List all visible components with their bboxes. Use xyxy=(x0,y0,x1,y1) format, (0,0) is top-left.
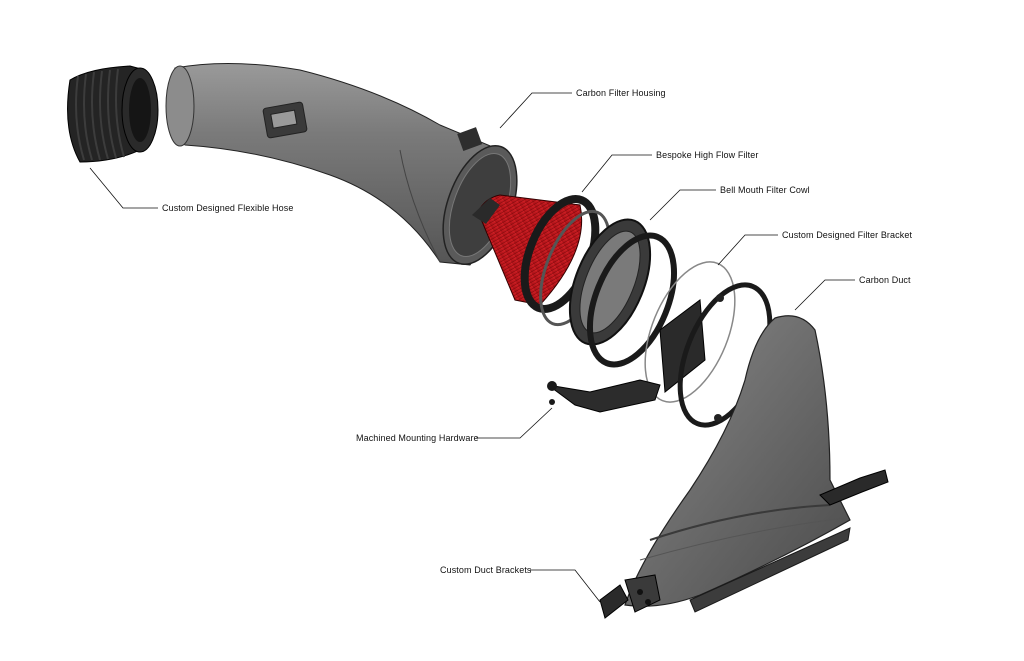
duct-brackets xyxy=(599,469,889,619)
mounting-hardware xyxy=(547,379,661,413)
leader-mounting-hardware xyxy=(476,407,553,439)
leader-high-flow-filter xyxy=(581,154,652,193)
leader-flexible-hose xyxy=(89,167,158,209)
leader-lines xyxy=(89,92,855,603)
label-custom-designed-filter-bracket: Custom Designed Filter Bracket xyxy=(782,230,913,240)
leader-bell-mouth-cowl xyxy=(649,189,716,221)
carbon-filter-housing xyxy=(165,62,518,266)
label-machined-mounting-hardware: Machined Mounting Hardware xyxy=(356,433,479,443)
leader-filter-bracket xyxy=(717,234,778,266)
flexible-hose xyxy=(67,65,159,163)
leader-carbon-filter-housing xyxy=(499,92,572,129)
carbon-duct xyxy=(624,315,851,613)
label-bell-mouth-filter-cowl: Bell Mouth Filter Cowl xyxy=(720,185,810,195)
leader-carbon-duct xyxy=(794,279,855,311)
leader-duct-brackets xyxy=(530,569,601,603)
label-custom-designed-flexible-hose: Custom Designed Flexible Hose xyxy=(162,203,294,213)
bell-mouth-cowl xyxy=(539,209,677,368)
label-carbon-duct: Carbon Duct xyxy=(859,275,911,285)
label-bespoke-high-flow-filter: Bespoke High Flow Filter xyxy=(656,150,759,160)
filter-bracket xyxy=(644,261,773,428)
label-carbon-filter-housing: Carbon Filter Housing xyxy=(576,88,666,98)
label-custom-duct-brackets: Custom Duct Brackets xyxy=(440,565,532,575)
